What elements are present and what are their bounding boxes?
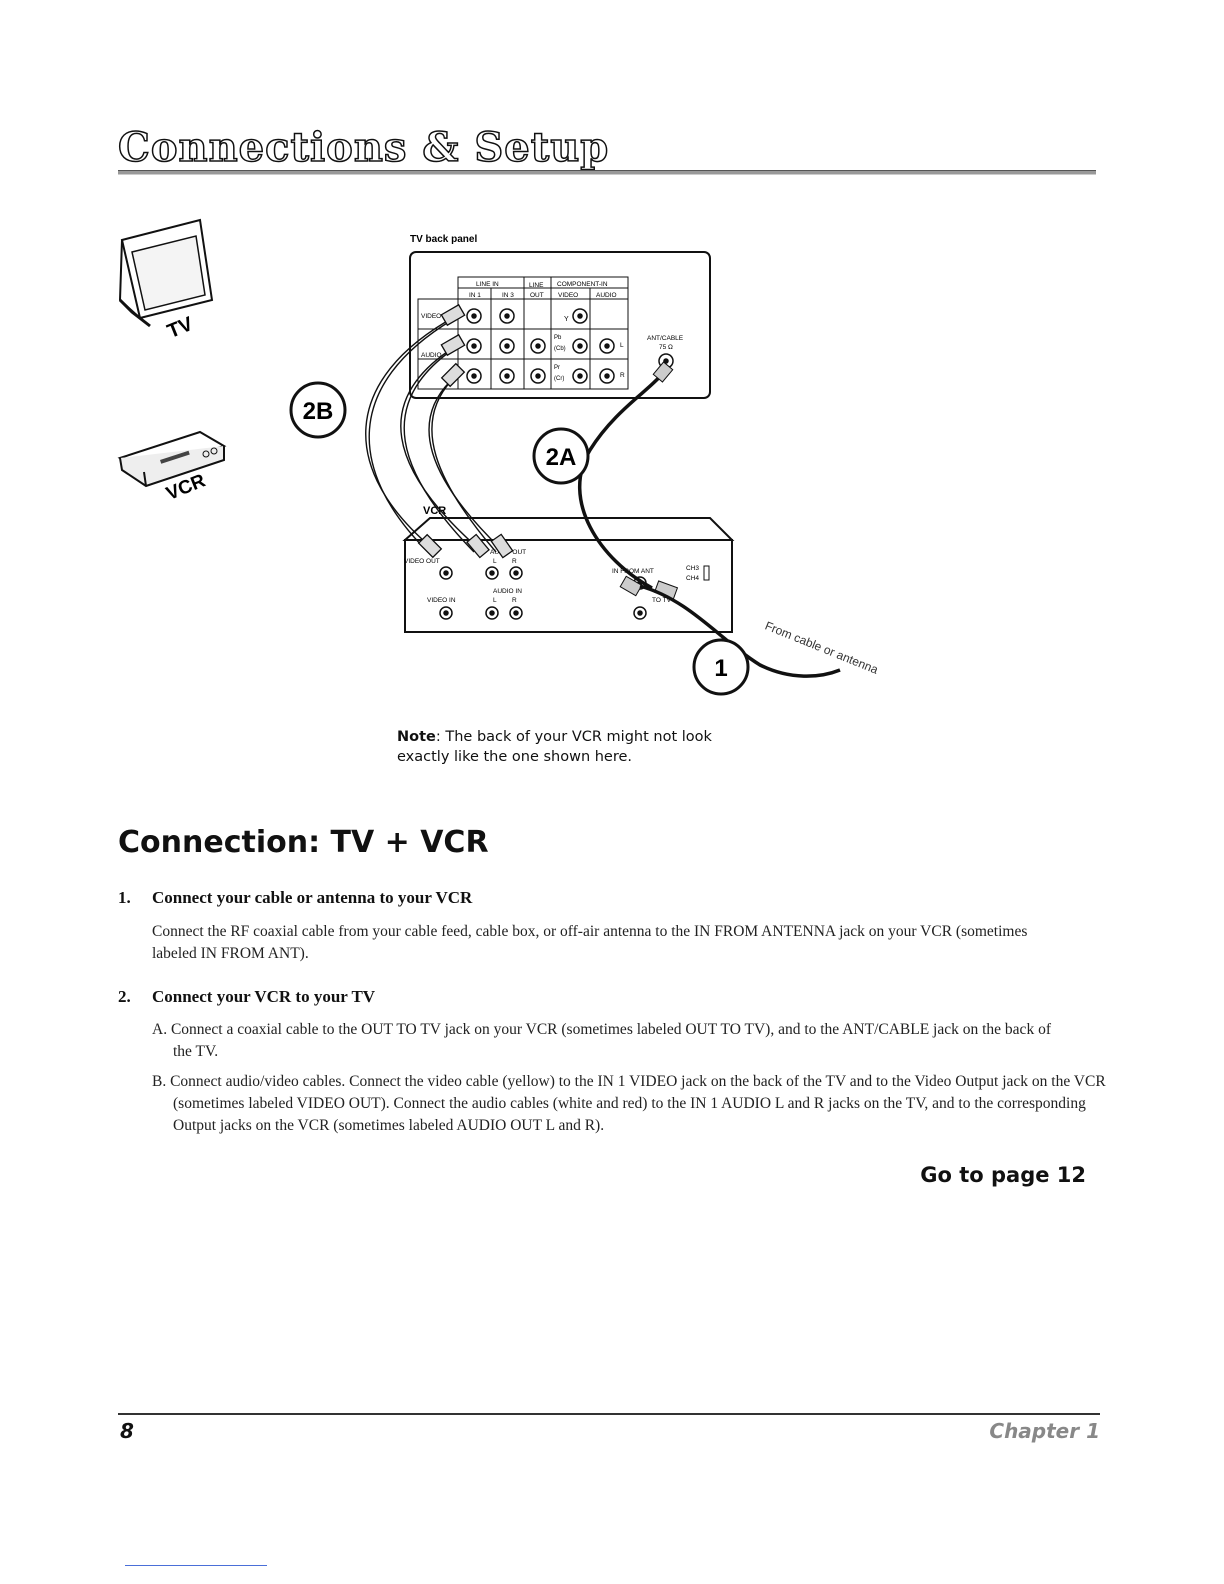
connection-diagram: TV VCR TV back panel LINE IN IN 1 IN 3 L… [117, 218, 880, 696]
vcr-ch3: CH3 [686, 565, 699, 572]
coax-plug-tv [652, 361, 674, 383]
vcr-back [402, 517, 735, 633]
note-text: : The back of your VCR might not look ex… [397, 729, 712, 765]
panel-line-in: LINE IN [476, 281, 499, 288]
page-header-title: Connections & Setup [117, 124, 610, 171]
vcr-to-tv: TO TV [652, 597, 672, 604]
panel-ohms: 75 Ω [659, 344, 673, 351]
panel-line: LINE [529, 282, 544, 289]
go-to-page-link[interactable]: Go to page 12 [920, 1163, 1086, 1187]
vcr-video-out: VIDEO OUT [404, 558, 440, 565]
badge-2b: 2B [289, 381, 347, 439]
panel-audio: AUDIO [596, 292, 617, 299]
vcr-video-in: VIDEO IN [427, 597, 456, 604]
panel-y: Y [564, 316, 569, 323]
panel-pb: Pb [554, 335, 562, 341]
step-1-title: Connect your cable or antenna to your VC… [152, 888, 473, 907]
panel-caption: TV back panel [410, 234, 477, 245]
from-cable-label: From cable or antenna [763, 619, 880, 677]
badge-1: 1 [692, 638, 750, 696]
step-1-body: Connect the RF coaxial cable from your c… [152, 923, 1028, 962]
panel-row-video: VIDEO [421, 313, 441, 320]
av-plugs [417, 303, 514, 559]
step-2-number: 2. [118, 987, 131, 1006]
panel-video: VIDEO [558, 292, 578, 299]
section-title: Connection: TV + VCR [118, 825, 489, 860]
panel-component-in: COMPONENT-IN [557, 281, 608, 288]
vcr-l: L [493, 558, 497, 565]
vcr-audio-in-r: R [512, 597, 517, 604]
step-2-part-b: B. Connect audio/video cables. Connect t… [152, 1073, 1106, 1134]
note-label: Note [397, 729, 436, 745]
av-cables [365, 315, 501, 553]
vcr-audio-in: AUDIO IN [493, 588, 522, 595]
panel-in3: IN 3 [502, 292, 514, 299]
panel-row-audio: AUDIO [421, 352, 442, 359]
step-1-number: 1. [118, 888, 131, 907]
step-2-part-a: A. Connect a coaxial cable to the OUT TO… [152, 1021, 1051, 1060]
vcr-audio-in-l: L [493, 597, 497, 604]
chapter-label: Chapter 1 [989, 1419, 1100, 1443]
panel-out: OUT [530, 292, 544, 299]
panel-audio-l: L [620, 342, 624, 349]
panel-pr: Pr [554, 365, 560, 371]
svg-text:2A: 2A [546, 444, 577, 471]
panel-in1: IN 1 [469, 292, 481, 299]
diagram-note: Note: The back of your VCR might not loo… [397, 727, 757, 767]
coax-cable-1 [639, 584, 841, 678]
footer-rule [118, 1413, 1100, 1415]
header-rule [118, 170, 1096, 175]
panel-cr: (Cr) [554, 376, 564, 382]
vcr-jacks [439, 566, 647, 620]
page-number: 8 [120, 1419, 134, 1443]
panel-ant-cable: ANT/CABLE [647, 335, 684, 342]
vcr-icon [117, 430, 227, 488]
vcr-r: R [512, 558, 517, 565]
tv-icon [118, 218, 214, 328]
scan-artifact-line [125, 1565, 267, 1566]
step-2-title: Connect your VCR to your TV [152, 987, 376, 1006]
vcr-ch4: CH4 [686, 575, 699, 582]
panel-audio-r: R [620, 372, 625, 379]
badge-2a: 2A [532, 427, 590, 485]
vcr-ch-switch [703, 565, 710, 581]
svg-text:2B: 2B [303, 398, 334, 425]
panel-cb: (Cb) [554, 346, 566, 352]
coax-plug-in [619, 575, 643, 597]
vcr-in-from-ant: IN FROM ANT [612, 568, 654, 575]
tv-icon-label: TV [164, 313, 197, 343]
svg-text:1: 1 [714, 655, 727, 682]
panel-jacks [466, 308, 674, 384]
